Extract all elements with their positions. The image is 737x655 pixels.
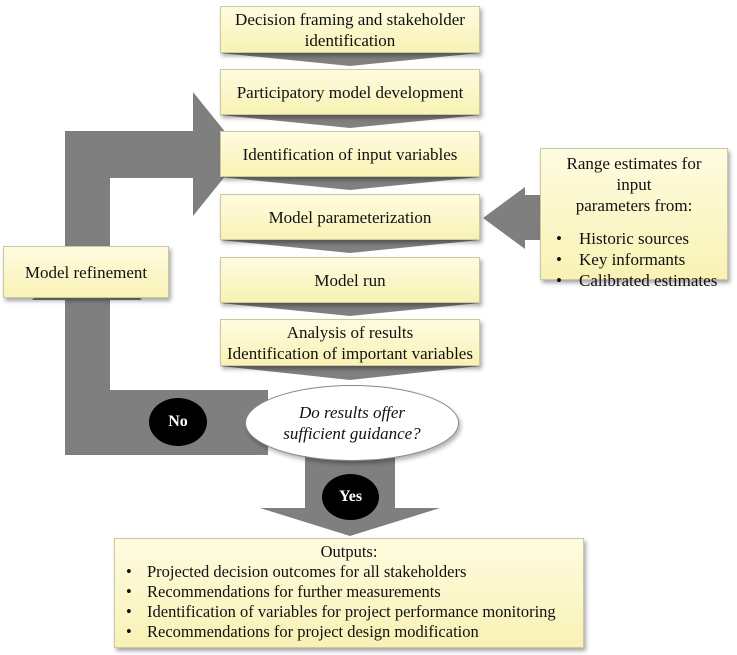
connector-1-2 bbox=[220, 53, 480, 66]
step-4-label: Model parameterization bbox=[268, 207, 432, 227]
no-loop-arrow bbox=[32, 92, 268, 455]
connector-6-decision bbox=[220, 366, 480, 380]
decision-line-2: sufficient guidance? bbox=[283, 424, 421, 443]
connector-5-6 bbox=[220, 303, 480, 316]
model-refinement-label: Model refinement bbox=[24, 262, 148, 282]
outputs-list: Projected decision outcomes for all stak… bbox=[123, 562, 575, 642]
step-6-line-2: Identification of important variables bbox=[227, 343, 473, 363]
step-3-label: Identification of input variables bbox=[242, 144, 458, 164]
step-model-parameterization: Model parameterization bbox=[220, 194, 480, 240]
yes-badge: Yes bbox=[322, 474, 379, 520]
output-item: Identification of variables for project … bbox=[123, 602, 575, 622]
model-refinement-box: Model refinement bbox=[3, 246, 169, 298]
outputs-box: Outputs: Projected decision outcomes for… bbox=[114, 538, 584, 648]
range-source-list: Historic sources Key informants Calibrat… bbox=[549, 228, 719, 291]
step-6-line-1: Analysis of results bbox=[286, 322, 414, 342]
step-identification-input-variables: Identification of input variables bbox=[220, 131, 480, 177]
step-1-line-2: identification bbox=[304, 30, 396, 50]
range-title-line-1: Range estimates for input bbox=[566, 154, 702, 194]
step-1-line-1: Decision framing and stakeholder bbox=[235, 9, 465, 29]
step-model-run: Model run bbox=[220, 257, 480, 303]
decision-line-1: Do results offer bbox=[298, 403, 406, 422]
step-5-label: Model run bbox=[314, 270, 386, 290]
step-participatory-model: Participatory model development bbox=[220, 69, 480, 115]
step-2-label: Participatory model development bbox=[236, 82, 464, 102]
range-source-item: Historic sources bbox=[549, 228, 719, 249]
connector-2-3 bbox=[220, 115, 480, 128]
range-source-item: Calibrated estimates bbox=[549, 270, 719, 291]
step-decision-framing: Decision framing and stakeholder identif… bbox=[220, 6, 480, 53]
range-estimates-box: Range estimates for input parameters fro… bbox=[540, 148, 728, 291]
decision-ellipse: Do results offer sufficient guidance? bbox=[245, 385, 459, 461]
output-item: Recommendations for further measurements bbox=[123, 582, 575, 602]
output-item: Recommendations for project design modif… bbox=[123, 622, 575, 642]
range-input-arrow bbox=[483, 187, 540, 249]
step-analysis-of-results: Analysis of results Identification of im… bbox=[220, 319, 480, 366]
connector-4-5 bbox=[220, 240, 480, 253]
outputs-title: Outputs: bbox=[320, 542, 378, 561]
range-source-item: Key informants bbox=[549, 249, 719, 270]
output-item: Projected decision outcomes for all stak… bbox=[123, 562, 575, 582]
connector-3-4 bbox=[220, 177, 480, 190]
range-title-line-2: parameters from: bbox=[575, 196, 693, 215]
step-connectors bbox=[220, 53, 480, 380]
no-badge: No bbox=[149, 398, 207, 446]
